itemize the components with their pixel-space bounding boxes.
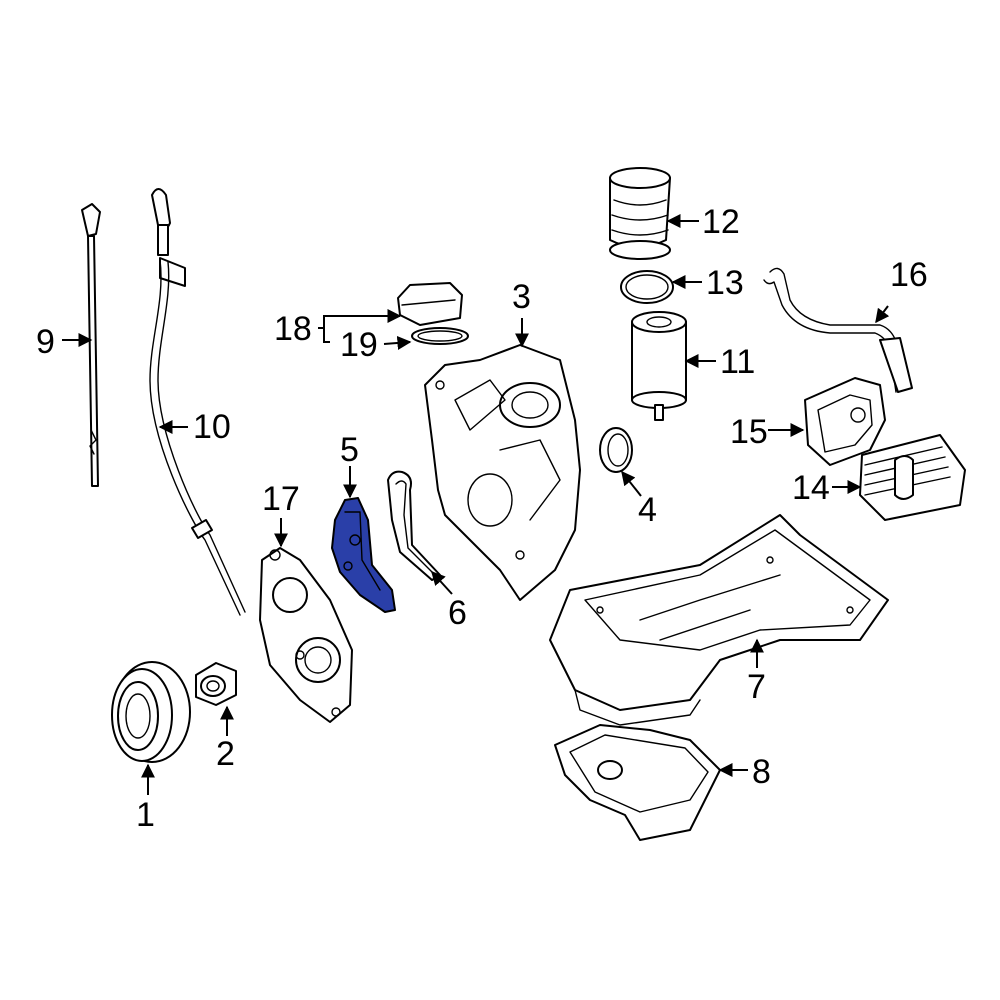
callout-17: 17 xyxy=(262,480,300,518)
callout-11: 11 xyxy=(720,343,755,381)
part-4-seal[interactable] xyxy=(599,427,633,473)
part-18-housing-cap[interactable] xyxy=(397,282,463,326)
callout-18: 18 xyxy=(274,310,312,348)
part-9-dipstick[interactable] xyxy=(81,203,101,487)
callout-4: 4 xyxy=(638,491,657,529)
callout-16: 16 xyxy=(890,256,928,294)
callout-2: 2 xyxy=(216,735,235,773)
part-12-filter-cap[interactable] xyxy=(609,167,671,260)
part-7-upper-oil-pan[interactable] xyxy=(549,514,889,726)
part-16-oil-pipe[interactable] xyxy=(763,267,913,393)
part-6-gasket[interactable] xyxy=(387,470,441,581)
callout-9: 9 xyxy=(36,323,55,361)
callout-19: 19 xyxy=(340,326,378,364)
callout-6: 6 xyxy=(448,594,467,632)
callout-3: 3 xyxy=(512,278,531,316)
callout-13: 13 xyxy=(706,264,744,302)
callout-12: 12 xyxy=(702,203,740,241)
callout-14: 14 xyxy=(792,469,830,507)
callout-labels: 1 2 3 4 5 6 7 8 9 10 11 12 13 14 15 16 1… xyxy=(36,203,928,834)
part-11-filter-element[interactable] xyxy=(631,311,687,421)
callout-1: 1 xyxy=(136,796,155,834)
part-15-cooler-gasket[interactable] xyxy=(804,377,886,466)
part-5-gasket-highlighted[interactable] xyxy=(331,497,396,613)
callout-5: 5 xyxy=(340,431,359,469)
callout-7: 7 xyxy=(747,668,766,706)
callout-15: 15 xyxy=(730,413,768,451)
callout-8: 8 xyxy=(752,753,771,791)
leader-lines xyxy=(62,214,890,795)
part-17-cover-gasket[interactable] xyxy=(259,547,353,723)
part-19-o-ring[interactable] xyxy=(411,327,469,345)
part-1-pulley[interactable] xyxy=(111,661,191,763)
part-10-dipstick-tube[interactable] xyxy=(149,188,246,616)
part-3-timing-cover[interactable] xyxy=(424,344,581,601)
part-2-plug[interactable] xyxy=(195,662,237,706)
part-8-lower-oil-pan[interactable] xyxy=(554,724,721,841)
callout-10: 10 xyxy=(193,408,231,446)
part-14-oil-cooler[interactable] xyxy=(859,434,966,521)
part-13-o-ring[interactable] xyxy=(620,270,674,304)
